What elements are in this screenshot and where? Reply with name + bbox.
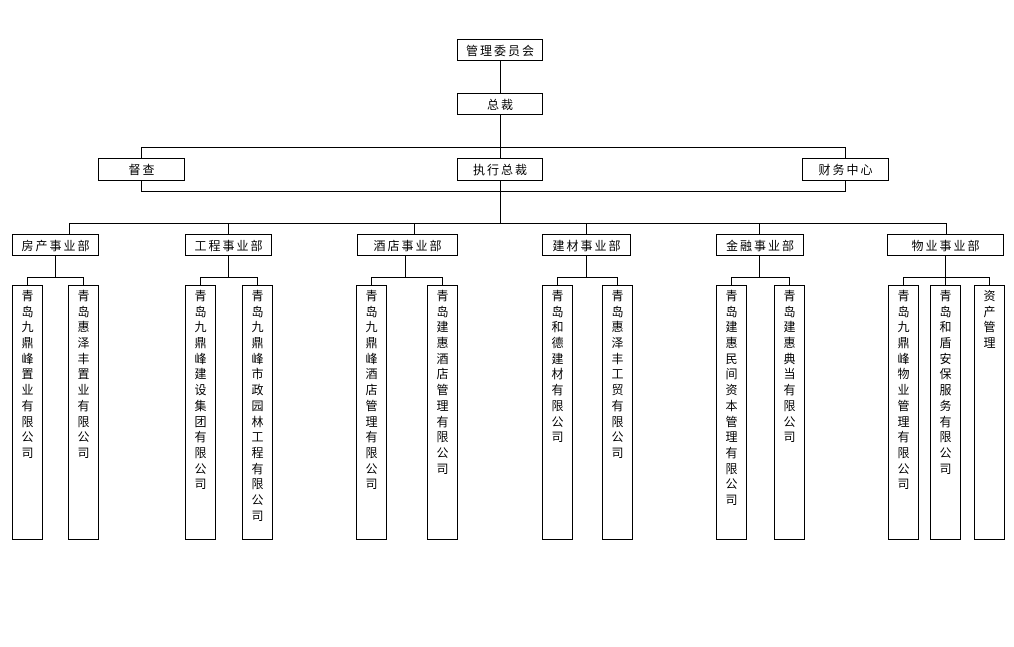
node-dept-real-estate: 房产事业部 bbox=[12, 234, 99, 256]
node-supervision: 督查 bbox=[98, 158, 185, 181]
node-asset-management: 资产管理 bbox=[974, 285, 1005, 540]
node-company: 青岛惠泽丰工贸有限公司 bbox=[602, 285, 633, 540]
node-president: 总裁 bbox=[457, 93, 543, 115]
company-name: 青岛建惠典当有限公司 bbox=[783, 289, 796, 445]
node-company: 青岛建惠典当有限公司 bbox=[774, 285, 805, 540]
node-company: 青岛九鼎峰市政园林工程有限公司 bbox=[242, 285, 273, 540]
node-management-committee: 管理委员会 bbox=[457, 39, 543, 61]
node-dept-finance: 金融事业部 bbox=[716, 234, 804, 256]
node-dept-building-materials: 建材事业部 bbox=[542, 234, 631, 256]
node-company: 青岛九鼎峰建设集团有限公司 bbox=[185, 285, 216, 540]
node-dept-property: 物业事业部 bbox=[887, 234, 1004, 256]
node-company: 青岛和德建材有限公司 bbox=[542, 285, 573, 540]
node-company: 青岛和盾安保服务有限公司 bbox=[930, 285, 961, 540]
node-company: 青岛九鼎峰置业有限公司 bbox=[12, 285, 43, 540]
node-company: 青岛九鼎峰物业管理有限公司 bbox=[888, 285, 919, 540]
company-name: 青岛惠泽丰工贸有限公司 bbox=[611, 289, 624, 460]
company-name: 青岛建惠民间资本管理有限公司 bbox=[725, 289, 738, 507]
node-dept-engineering: 工程事业部 bbox=[185, 234, 272, 256]
node-dept-hotel: 酒店事业部 bbox=[357, 234, 458, 256]
company-name: 青岛九鼎峰市政园林工程有限公司 bbox=[251, 289, 264, 523]
node-company: 青岛九鼎峰酒店管理有限公司 bbox=[356, 285, 387, 540]
node-company: 青岛建惠酒店管理有限公司 bbox=[427, 285, 458, 540]
node-executive-president: 执行总裁 bbox=[457, 158, 543, 181]
node-finance-center: 财务中心 bbox=[802, 158, 889, 181]
node-company: 青岛惠泽丰置业有限公司 bbox=[68, 285, 99, 540]
company-name: 青岛九鼎峰建设集团有限公司 bbox=[194, 289, 207, 492]
company-name: 青岛九鼎峰酒店管理有限公司 bbox=[365, 289, 378, 492]
company-name: 青岛和德建材有限公司 bbox=[551, 289, 564, 445]
company-name: 青岛九鼎峰物业管理有限公司 bbox=[897, 289, 910, 492]
company-name: 青岛惠泽丰置业有限公司 bbox=[77, 289, 90, 460]
company-name: 资产管理 bbox=[983, 289, 996, 351]
company-name: 青岛和盾安保服务有限公司 bbox=[939, 289, 952, 476]
node-company: 青岛建惠民间资本管理有限公司 bbox=[716, 285, 747, 540]
company-name: 青岛建惠酒店管理有限公司 bbox=[436, 289, 449, 476]
company-name: 青岛九鼎峰置业有限公司 bbox=[21, 289, 34, 460]
